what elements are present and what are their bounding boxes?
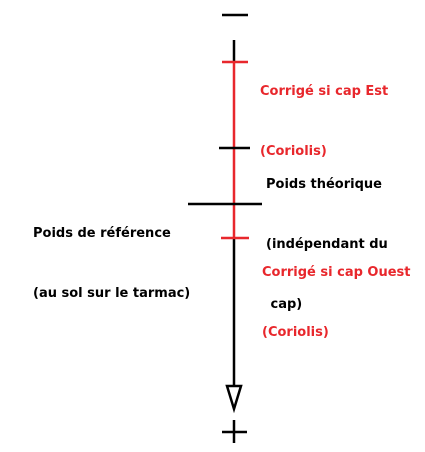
east-label-line-2: (Coriolis) <box>260 144 327 159</box>
east-label-line-1: Corrigé si cap Est <box>260 84 389 99</box>
down-arrow-icon <box>225 384 243 414</box>
east-corrected-label: Corrigé si cap Est (Coriolis) <box>260 42 388 182</box>
west-corrected-label: Corrigé si cap Ouest (Coriolis) <box>262 223 411 363</box>
west-label-line-1: Corrigé si cap Ouest <box>262 265 411 280</box>
reference-label-line-1: Poids de référence <box>33 226 171 241</box>
west-label-line-2: (Coriolis) <box>262 325 329 340</box>
reference-weight-label: Poids de référence (au sol sur le tarmac… <box>33 184 190 324</box>
theoretical-label-line-1: Poids théorique <box>266 177 382 192</box>
theoretical-label-line-2: (indépendant du <box>266 237 388 252</box>
theoretical-label-line-3: cap) <box>266 297 303 312</box>
reference-label-line-2: (au sol sur le tarmac) <box>33 286 191 301</box>
theoretical-weight-label: Poids théorique (indépendant du cap) <box>266 135 388 335</box>
